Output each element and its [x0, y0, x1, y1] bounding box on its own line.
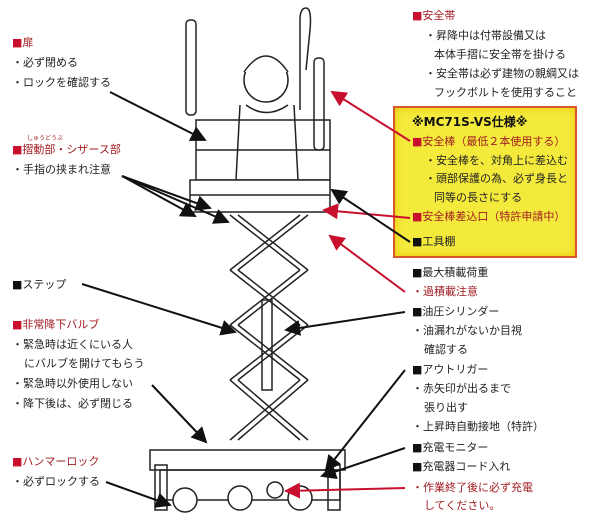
- spec-box-title: ※MC71S-VS仕様※: [412, 115, 528, 129]
- wheel: [172, 487, 198, 513]
- door-heading: 扉: [12, 36, 33, 50]
- worker-helmet: [243, 55, 289, 73]
- harness-hook: [299, 7, 312, 110]
- cylinder-item: 確認する: [424, 343, 468, 356]
- harness-heading: 安全帯: [412, 9, 455, 23]
- tool-tray-heading: 工具棚: [412, 235, 455, 249]
- outrigger-heading: アウトリガー: [412, 363, 488, 377]
- max-load-heading: 最大積載荷重: [412, 266, 488, 280]
- step-heading: ステップ: [12, 278, 66, 292]
- valve-item: ・緊急時は近くにいる人: [12, 338, 133, 351]
- sliding-ruby: しゅうどうぶ: [27, 135, 64, 142]
- wheel: [227, 485, 253, 511]
- max-load-item: ・過積載注意: [412, 285, 478, 298]
- worker-body: [235, 104, 299, 181]
- charger-cord-item: してください。: [424, 499, 501, 512]
- harness-item: フックボルトを使用すること: [434, 86, 577, 99]
- socket-heading: 安全棒差込口（特許申請中）: [412, 210, 565, 224]
- hammer-heading: ハンマーロック: [12, 455, 99, 469]
- valve-heading: 非常降下バルブ: [12, 318, 99, 332]
- safety-bar-right: [313, 57, 325, 151]
- outrigger-left: [154, 464, 168, 511]
- lift-drawing: [149, 7, 346, 513]
- harness-item: ・安全帯は必ず建物の親綱又は: [425, 67, 579, 80]
- valve-item: ・降下後は、必ず閉じる: [12, 397, 133, 410]
- outrigger-item: 張り出す: [424, 401, 468, 414]
- safety-bar-item: 同等の長さにする: [434, 191, 523, 204]
- harness-item: ・昇降中は付帯設備又は: [425, 29, 546, 42]
- hammer-item: ・必ずロックする: [12, 475, 100, 488]
- sliding-heading: 摺動部・シザース部: [12, 143, 120, 157]
- cylinder-heading: 油圧シリンダー: [412, 305, 499, 319]
- harness-item: 本体手摺に安全帯を掛ける: [434, 48, 566, 61]
- charger-cord-item: ・作業終了後に必ず充電: [412, 481, 533, 494]
- cylinder-item: ・油漏れがないか目視: [412, 324, 522, 337]
- safety-bar-item: ・頭部保護の為、必ず身長と: [425, 172, 568, 185]
- chassis: [149, 449, 346, 471]
- valve-item: にバルブを開けてもらう: [24, 357, 145, 370]
- platform: [189, 179, 331, 213]
- outrigger-item: ・赤矢印が出るまで: [412, 382, 511, 395]
- mc71s-vs-spec-box: [393, 106, 577, 258]
- safety-bar-heading: 安全棒（最低２本使用する）: [412, 135, 565, 149]
- scissor-arms: [229, 214, 309, 441]
- door-item: ・必ず閉める: [12, 56, 78, 69]
- charge-monitor-heading: 充電モニター: [412, 441, 488, 455]
- valve-item: ・緊急時以外使用しない: [12, 377, 133, 390]
- charger-cord-heading: 充電器コード入れ: [412, 460, 510, 474]
- safety-bar-left: [185, 19, 197, 116]
- safety-bar-item: ・安全棒を、対角上に差込む: [425, 154, 568, 167]
- outrigger-item: ・上昇時自動接地（特許）: [412, 420, 544, 433]
- charge-monitor: [266, 481, 284, 499]
- door-item: ・ロックを確認する: [12, 76, 111, 89]
- sliding-item: ・手指の挟まれ注意: [12, 163, 111, 176]
- hydraulic-cylinder: [261, 299, 273, 391]
- callout-arrows: [81, 90, 411, 508]
